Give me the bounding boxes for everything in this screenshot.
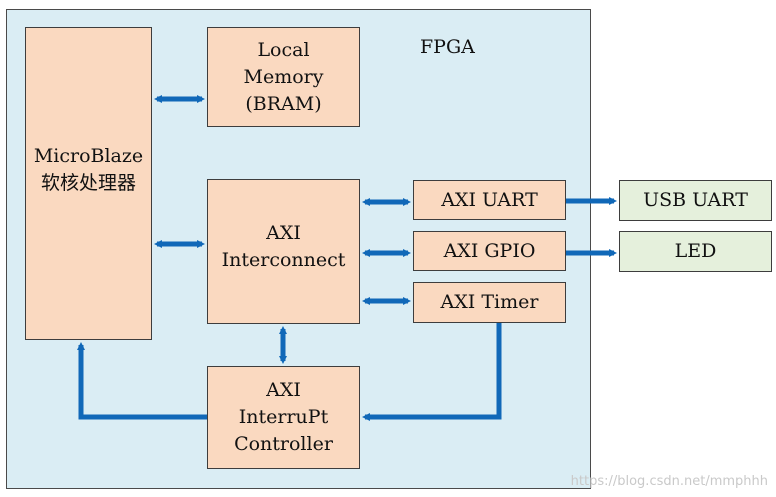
axi-intc-line3: Controller <box>234 433 333 455</box>
usb-uart-label: USB UART <box>643 189 748 211</box>
local-memory-line1: Local <box>257 38 310 61</box>
axi-gpio-block: AXI GPIO <box>413 231 566 271</box>
axi-interconnect-block: AXI Interconnect <box>207 179 360 324</box>
axi-interrupt-controller-block: AXI InterruPt Controller <box>207 366 360 469</box>
microblaze-label-line2: 软核处理器 <box>40 171 136 194</box>
axi-gpio-label: AXI GPIO <box>443 239 536 262</box>
watermark: https://blog.csdn.net/mmphhh <box>570 474 768 489</box>
axi-timer-block: AXI Timer <box>413 282 566 323</box>
led-label: LED <box>674 240 717 262</box>
led-device: LED <box>619 231 772 272</box>
axi-interconnect-line2: Interconnect <box>221 248 346 271</box>
axi-intc-line2: InterruPt <box>238 406 329 428</box>
local-memory-line2: Memory <box>243 65 324 88</box>
fpga-label: FPGA <box>420 36 475 58</box>
microblaze-label-line1: MicroBlaze <box>33 144 144 167</box>
timer-interrupt-arrow <box>362 323 502 421</box>
intc-microblaze-arrow <box>77 342 207 420</box>
local-memory-block: Local Memory (BRAM) <box>207 27 360 127</box>
axi-interconnect-line1: AXI <box>266 221 301 244</box>
local-memory-line3: (BRAM) <box>245 92 322 115</box>
axi-timer-label: AXI Timer <box>440 291 539 313</box>
axi-intc-line1: AXI <box>266 379 301 401</box>
axi-uart-label: AXI UART <box>441 188 538 211</box>
axi-uart-block: AXI UART <box>413 180 566 220</box>
usb-uart-device: USB UART <box>619 180 772 221</box>
microblaze-block: MicroBlaze 软核处理器 <box>25 27 152 340</box>
